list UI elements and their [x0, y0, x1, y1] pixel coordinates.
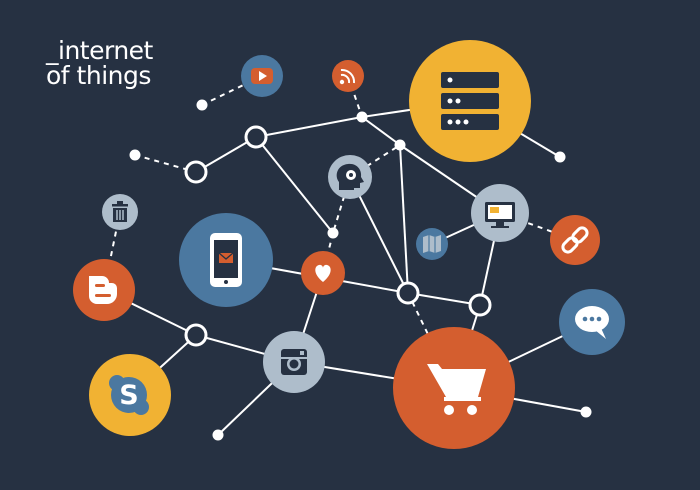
chat-bubble-icon	[559, 289, 625, 355]
junction-ring	[244, 125, 268, 149]
svg-text:S: S	[119, 380, 138, 411]
blogger-icon	[73, 259, 135, 321]
instagram-icon	[263, 331, 325, 393]
iot-title: _internet of things	[46, 38, 153, 88]
endpoint-dot	[394, 139, 406, 151]
endpoint-dot	[327, 227, 339, 239]
endpoint-dots	[129, 99, 592, 441]
monitor-icon	[471, 184, 529, 242]
endpoint-dot	[580, 406, 592, 418]
rss-icon	[332, 60, 364, 92]
skype-icon: S	[89, 354, 171, 436]
endpoint-dot	[554, 151, 566, 163]
connections	[103, 100, 593, 436]
title-line-2: of things	[46, 61, 151, 90]
smartphone-mail-icon	[179, 213, 273, 307]
junction-ring	[184, 323, 208, 347]
endpoint-dot	[196, 99, 208, 111]
link-icon	[550, 215, 600, 265]
endpoint-dot	[212, 429, 224, 441]
title-line-1: _internet	[46, 36, 153, 65]
junction-ring	[468, 293, 492, 317]
server-icon	[409, 40, 531, 162]
endpoint-dot	[356, 111, 368, 123]
shopping-cart-icon	[393, 327, 515, 449]
heart-icon	[301, 251, 345, 295]
junction-ring	[184, 160, 208, 184]
mind-gear-icon	[328, 155, 372, 199]
junction-ring	[396, 281, 420, 305]
endpoint-dot	[129, 149, 141, 161]
map-icon	[416, 228, 448, 260]
junction-rings	[184, 125, 492, 347]
youtube-icon	[241, 55, 283, 97]
trash-icon	[102, 194, 138, 230]
